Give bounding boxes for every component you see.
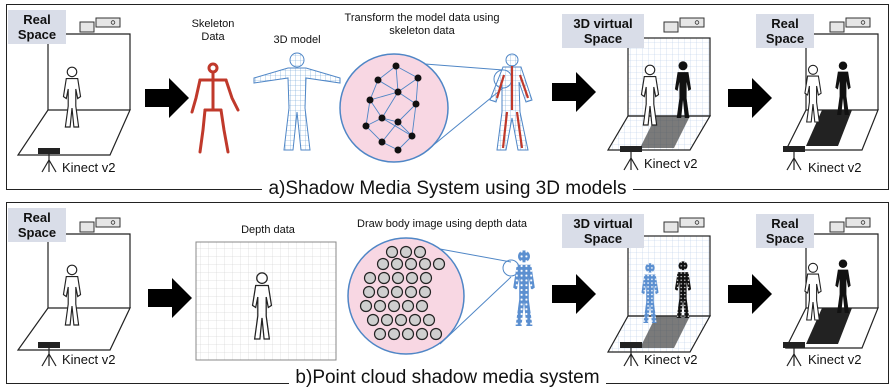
top-person-1 xyxy=(62,66,82,128)
point-cloud-dot xyxy=(377,271,391,285)
point-cloud-dot xyxy=(391,271,405,285)
point-cloud-dot xyxy=(419,271,433,285)
bottom-kinect-label-3: Kinect v2 xyxy=(808,352,862,367)
bottom-arrow-3 xyxy=(728,274,772,314)
top-real-space-label-2: Real Space xyxy=(756,14,814,48)
top-virtual-room xyxy=(606,37,712,151)
top-real-space-label-1: Real Space xyxy=(8,10,66,44)
point-cloud-dot xyxy=(432,257,446,271)
point-cloud-dot xyxy=(429,327,443,341)
top-kinect-icon-2 xyxy=(619,145,643,171)
top-kinect-icon-3 xyxy=(782,145,806,171)
top-projector-2 xyxy=(663,17,705,33)
mesh-nodes xyxy=(362,62,422,154)
top-projector-3 xyxy=(829,17,871,33)
bottom-caption: b)Point cloud shadow media system xyxy=(0,367,895,389)
top-caption: a)Shadow Media System using 3D models xyxy=(0,178,895,200)
point-cloud-dot xyxy=(401,299,415,313)
skeleton-data-label: Skeleton Data xyxy=(191,18,235,43)
point-cloud-dot xyxy=(390,285,404,299)
point-cloud-dot xyxy=(413,245,427,259)
bottom-kinect-icon-3 xyxy=(782,341,806,367)
point-cloud-dot xyxy=(376,285,390,299)
top-real-shadow-2 xyxy=(835,61,851,115)
point-cloud-dot xyxy=(362,285,376,299)
transform-label: Transform the model data using skeleton … xyxy=(344,12,500,37)
top-virtual-space-label: 3D virtual Space xyxy=(562,14,644,48)
point-cloud-dot xyxy=(373,327,387,341)
bottom-kinect-label-1: Kinect v2 xyxy=(62,352,116,367)
top-arrow-1 xyxy=(145,78,189,118)
top-arrow-3 xyxy=(728,78,772,118)
bottom-projector-1 xyxy=(79,217,121,233)
point-cloud-dot xyxy=(422,313,436,327)
bottom-projector-2 xyxy=(663,217,705,233)
point-cloud-dot xyxy=(399,245,413,259)
bottom-virtual-space-label: 3D virtual Space xyxy=(562,214,644,248)
point-cloud-dot xyxy=(366,313,380,327)
model-3d-figure xyxy=(253,52,341,151)
top-kinect-icon-1 xyxy=(37,147,61,173)
bottom-arrow-2 xyxy=(552,274,596,314)
point-cloud-dot xyxy=(380,313,394,327)
skeleton-figure xyxy=(190,62,240,154)
point-cloud-dot xyxy=(376,257,390,271)
point-cloud-dot xyxy=(390,257,404,271)
bottom-arrow-1 xyxy=(148,278,192,318)
point-cloud-dot xyxy=(387,299,401,313)
model-3d-label: 3D model xyxy=(273,34,321,46)
point-cloud-dot xyxy=(387,327,401,341)
point-cloud-dot xyxy=(359,299,373,313)
bottom-projector-3 xyxy=(829,217,871,233)
top-kinect-label-3: Kinect v2 xyxy=(808,160,862,175)
transformed-skeleton xyxy=(495,66,530,149)
point-cloud-dot xyxy=(418,257,432,271)
point-cloud-dot xyxy=(405,271,419,285)
point-cloud-dot xyxy=(415,299,429,313)
bottom-real-shadow-2 xyxy=(835,259,851,313)
draw-body-label: Draw body image using depth data xyxy=(357,218,527,230)
bottom-real-person-2 xyxy=(804,262,822,321)
point-cloud-dot xyxy=(415,327,429,341)
bottom-real-room-1 xyxy=(16,233,131,351)
point-cloud-dot xyxy=(404,285,418,299)
top-kinect-label-1: Kinect v2 xyxy=(62,160,116,175)
bottom-kinect-icon-2 xyxy=(619,341,643,367)
bottom-virtual-room xyxy=(606,235,712,353)
bottom-person-1 xyxy=(62,264,82,326)
point-cloud-dot xyxy=(418,285,432,299)
top-caption-text: a)Shadow Media System using 3D models xyxy=(262,178,633,199)
point-cloud-dot xyxy=(401,327,415,341)
top-arrow-2 xyxy=(552,72,596,112)
depth-data-label: Depth data xyxy=(241,224,295,236)
top-real-room-1 xyxy=(16,33,131,156)
point-cloud-dot xyxy=(404,257,418,271)
top-projector-1 xyxy=(79,17,121,33)
point-cloud-dot xyxy=(394,313,408,327)
transform-zoom-circle xyxy=(339,53,449,163)
point-cloud-dot xyxy=(373,299,387,313)
point-cloud-dot xyxy=(363,271,377,285)
bottom-real-space-label-2: Real Space xyxy=(756,214,814,248)
bottom-caption-text: b)Point cloud shadow media system xyxy=(289,367,606,388)
point-cloud-dots xyxy=(359,245,446,341)
point-cloud-dot xyxy=(385,245,399,259)
point-cloud-dot xyxy=(408,313,422,327)
bottom-kinect-icon-1 xyxy=(37,341,61,367)
bottom-real-space-label-1: Real Space xyxy=(8,208,66,242)
top-real-person-2 xyxy=(804,64,822,123)
bottom-kinect-label-2: Kinect v2 xyxy=(644,352,698,367)
top-kinect-label-2: Kinect v2 xyxy=(644,156,698,171)
